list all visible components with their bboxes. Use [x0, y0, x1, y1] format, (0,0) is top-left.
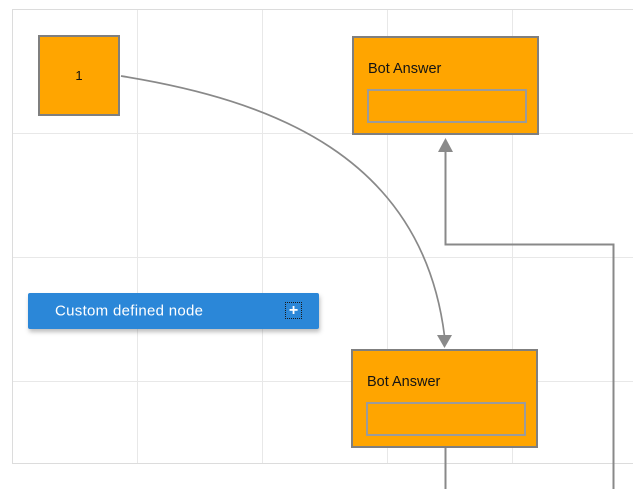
add-port-button[interactable]: +	[285, 302, 302, 319]
custom-node-label: Custom defined node	[55, 302, 204, 320]
bot-answer-input[interactable]	[366, 402, 526, 436]
bot-answer-node-bottom[interactable]: Bot Answer	[351, 349, 538, 448]
custom-defined-node[interactable]: Custom defined node +	[28, 293, 319, 329]
plus-icon: +	[288, 302, 299, 319]
bot-answer-node-top[interactable]: Bot Answer	[352, 36, 539, 135]
start-node-label: 1	[75, 68, 83, 83]
bot-answer-input[interactable]	[367, 89, 527, 123]
start-node[interactable]: 1	[38, 35, 120, 116]
bot-answer-title: Bot Answer	[367, 374, 441, 390]
bot-answer-title: Bot Answer	[368, 61, 442, 77]
